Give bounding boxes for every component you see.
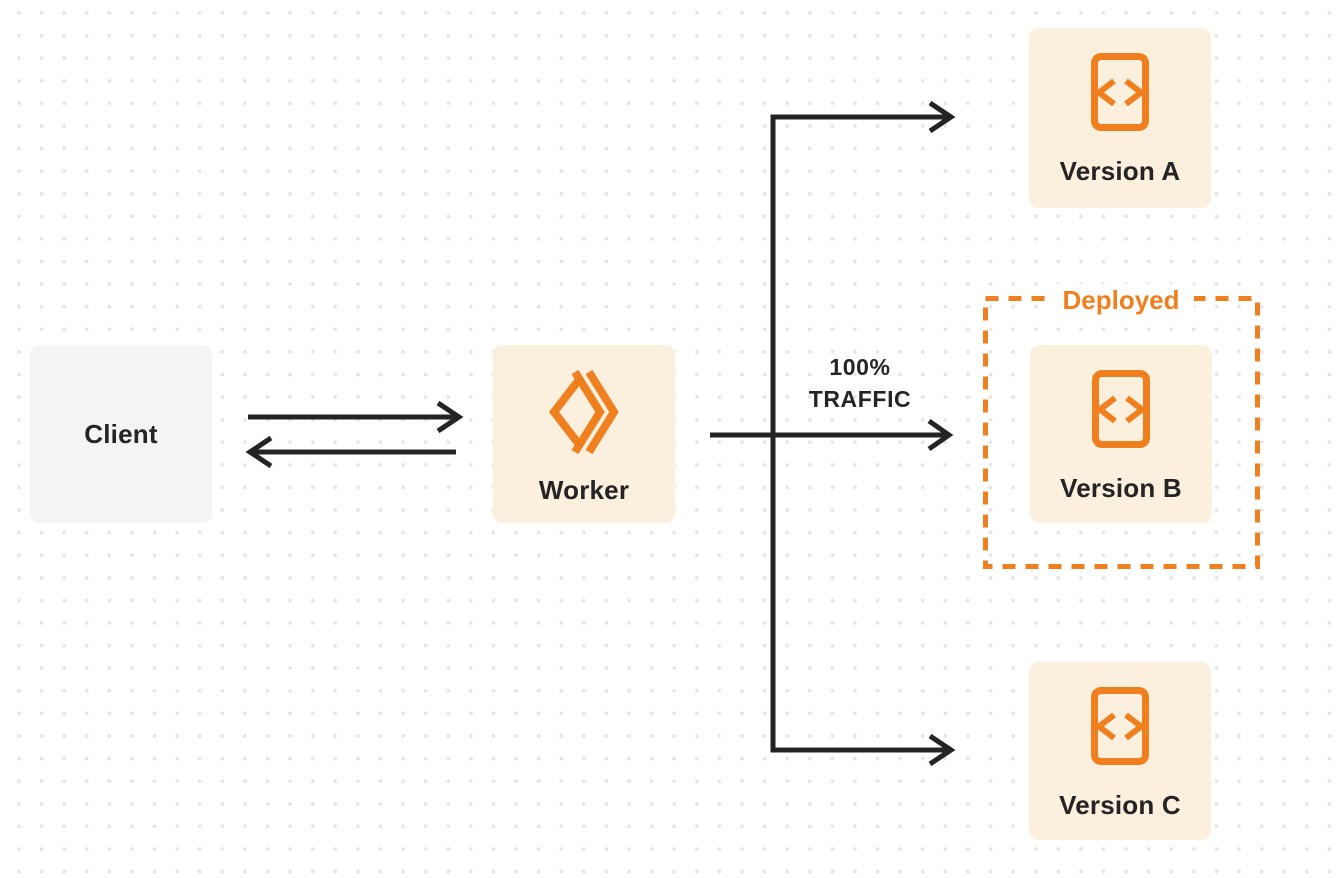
arrowhead-version-c-icon <box>928 733 956 767</box>
arrowhead-version-a-icon <box>928 100 956 134</box>
version-c-node: Version C <box>1029 662 1211 840</box>
workers-logo-icon <box>548 369 619 455</box>
code-file-icon <box>1091 687 1149 765</box>
client-label: Client <box>84 418 158 449</box>
version-a-node: Version A <box>1029 28 1211 208</box>
worker-label: Worker <box>538 475 630 505</box>
version-b-label: Version B <box>1060 473 1182 503</box>
version-b-node: Version B <box>1030 345 1212 523</box>
traffic-label: 100% TRAFFIC <box>780 351 940 415</box>
version-c-label: Version C <box>1059 790 1181 820</box>
arrowhead-right-icon <box>436 400 464 434</box>
deployed-label: Deployed <box>985 284 1257 316</box>
code-file-icon <box>1092 370 1150 448</box>
version-a-label: Version A <box>1059 156 1181 186</box>
traffic-percent: 100% <box>829 354 891 380</box>
arrowhead-left-icon <box>245 435 273 469</box>
branch-line <box>770 114 947 753</box>
client-node: Client <box>30 345 212 523</box>
deployed-label-text: Deployed <box>1048 284 1194 316</box>
worker-node: Worker <box>493 345 675 523</box>
traffic-word: TRAFFIC <box>808 386 912 412</box>
arrowhead-version-b-icon <box>927 418 954 452</box>
code-file-icon <box>1091 53 1149 131</box>
